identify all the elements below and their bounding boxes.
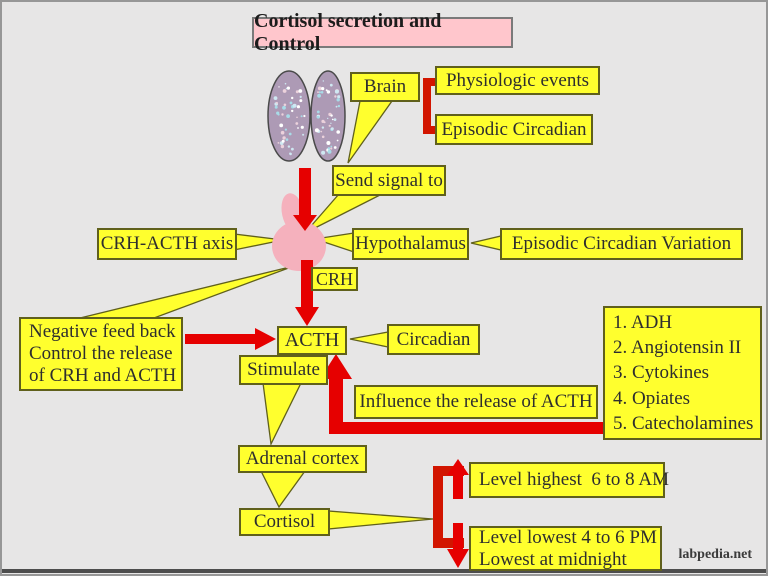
- level-lowest-line: Level lowest 4 to 6 PM: [479, 526, 657, 548]
- box-circadian: Circadian: [387, 324, 480, 355]
- box-hypothalamus: Hypothalamus: [352, 228, 469, 260]
- acth-influencer-item: 1. ADH: [613, 312, 673, 334]
- arrow-level-down-icon: [447, 523, 469, 568]
- bracket-physiologic-episodic-icon: [423, 78, 443, 134]
- hypothalamus-gland-icon: [272, 193, 326, 271]
- box-influence: Influence the release of ACTH: [354, 385, 598, 419]
- box-episodic-circadian: Episodic Circadian: [435, 114, 593, 145]
- box-acth-influencers: 1. ADH 2. Angiotensin II 3. Cytokines 4.…: [603, 306, 762, 440]
- callout-pointer-negative-feedback: [79, 265, 295, 319]
- box-send-signal: Send signal to: [332, 165, 446, 196]
- diagram-title: Cortisol secretion and Control: [252, 10, 513, 55]
- level-arrows: [447, 459, 469, 568]
- arrow-level-up-icon: [447, 459, 469, 499]
- arrow-influence-to-acth-icon: [320, 354, 605, 434]
- box-negative-feedback: Negative feed back Control the release o…: [19, 317, 183, 391]
- box-brain: Brain: [350, 72, 420, 102]
- box-level-highest: Level highest 6 to 8 AM: [469, 462, 669, 498]
- negative-feedback-line: Negative feed back: [29, 321, 176, 343]
- negative-feedback-line: Control the release: [29, 343, 173, 365]
- callout-pointer-episodic-variation: [470, 235, 502, 251]
- box-stimulate: Stimulate: [239, 355, 328, 385]
- box-physiologic-events: Physiologic events: [435, 66, 600, 95]
- box-crh-acth-axis: CRH-ACTH axis: [97, 228, 237, 260]
- arrow-brain-to-hypothalamus-icon: [293, 168, 317, 231]
- watermark: labpedia.net: [678, 547, 752, 562]
- arrow-crh-to-acth-icon: [295, 260, 319, 326]
- callout-pointer-cortisol: [327, 510, 434, 530]
- callout-pointer-adrenal: [259, 470, 307, 509]
- bracket-cortisol-levels-icon: [433, 466, 464, 548]
- bottom-frame-line: [2, 569, 766, 573]
- box-cortisol: Cortisol: [239, 508, 330, 536]
- arrow-negative-feedback-to-acth-icon: [185, 328, 276, 350]
- box-episodic-circadian-variation: Episodic Circadian Variation: [500, 228, 743, 260]
- acth-influencer-item: 5. Catecholamines: [613, 412, 754, 434]
- callout-pointer-stimulate: [262, 382, 303, 447]
- acth-influencer-item: 2. Angiotensin II: [613, 337, 742, 359]
- box-acth: ACTH: [277, 326, 347, 355]
- level-lowest-line: Lowest at midnight: [479, 548, 627, 570]
- callout-pointer-brain: [347, 100, 394, 164]
- acth-influencer-item: 3. Cytokines: [613, 362, 710, 384]
- brain-icon: [267, 70, 346, 162]
- box-crh: CRH: [311, 267, 358, 291]
- box-adrenal-cortex: Adrenal cortex: [238, 445, 367, 473]
- negative-feedback-line: of CRH and ACTH: [29, 364, 177, 386]
- red-brackets: [423, 78, 464, 548]
- acth-influencer-item: 4. Opiates: [613, 387, 691, 409]
- box-level-lowest: Level lowest 4 to 6 PM Lowest at midnigh…: [469, 526, 662, 571]
- callout-pointer-circadian: [349, 331, 389, 348]
- red-arrows: [185, 168, 605, 434]
- brain-speckles: [273, 80, 341, 156]
